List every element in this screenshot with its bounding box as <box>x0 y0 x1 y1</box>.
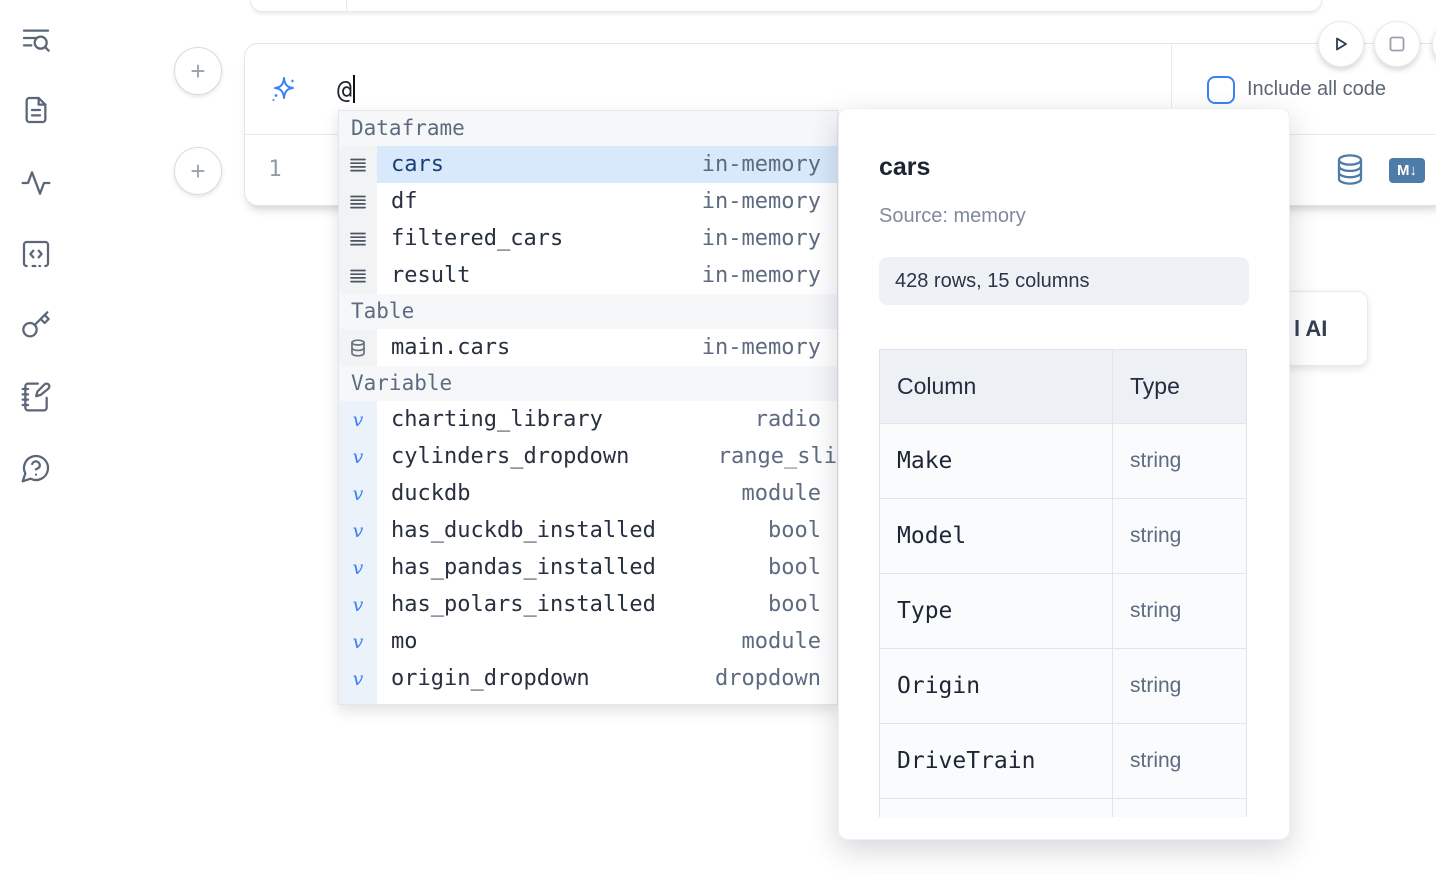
schema-table: Column Type Make string Model string Typ… <box>879 349 1249 817</box>
sparkles-ai-icon <box>268 74 300 106</box>
dataframe-icon <box>339 183 377 220</box>
section-header-variable: Variable <box>339 366 837 401</box>
shape-badge: 428 rows, 15 columns <box>879 257 1249 305</box>
file-document-icon[interactable] <box>20 94 52 126</box>
ai-prompt-input[interactable]: @ <box>337 74 356 106</box>
variable-icon: v <box>339 697 377 704</box>
gutter-divider <box>346 0 347 11</box>
text-search-icon[interactable] <box>20 24 52 56</box>
section-header-table: Table <box>339 294 837 329</box>
add-cell-below-button[interactable]: + <box>174 147 222 195</box>
variable-icon: v <box>339 512 377 549</box>
code-editor-row[interactable]: 1 M↓ <box>245 135 1436 205</box>
text-caret <box>353 75 356 103</box>
preview-source: Source: memory <box>879 205 1026 227</box>
previous-cell-edge <box>250 0 1322 12</box>
database-icon <box>339 329 377 366</box>
table-row: Origin string <box>880 648 1246 723</box>
include-all-code-label: Include all code <box>1247 77 1386 100</box>
variable-icon: v <box>339 438 377 475</box>
preview-title: cars <box>879 153 931 181</box>
include-all-code-checkbox[interactable] <box>1207 76 1235 104</box>
code-snippet-icon[interactable] <box>20 238 52 270</box>
variable-icon: v <box>339 660 377 697</box>
autocomplete-item-clipped[interactable]: v pdmodule <box>339 697 837 704</box>
table-row-clipped <box>880 798 1246 817</box>
line-number: 1 <box>268 157 282 182</box>
variable-icon: v <box>339 475 377 512</box>
table-row: DriveTrain string <box>880 723 1246 798</box>
variable-icon: v <box>339 623 377 660</box>
add-cell-above-button[interactable]: + <box>174 47 222 95</box>
dataframe-icon <box>339 257 377 294</box>
markdown-icon[interactable]: M↓ <box>1389 158 1425 183</box>
help-chat-icon[interactable] <box>20 452 52 484</box>
activity-icon[interactable] <box>20 167 52 199</box>
table-row: Make string <box>880 423 1246 498</box>
table-row: Model string <box>880 498 1246 573</box>
variable-icon: v <box>339 401 377 438</box>
section-header-dataframe: Dataframe <box>339 111 837 146</box>
variable-icon: v <box>339 586 377 623</box>
datasource-panel-icon[interactable] <box>1335 153 1365 187</box>
dataframe-preview-panel: cars Source: memory 428 rows, 15 columns… <box>838 108 1290 840</box>
dataframe-icon <box>339 146 377 183</box>
variable-icon: v <box>339 549 377 586</box>
notebook-pen-icon[interactable] <box>20 381 52 413</box>
run-cell-button[interactable] <box>1318 21 1364 67</box>
dataframe-icon <box>339 220 377 257</box>
schema-header-row: Column Type <box>880 350 1246 423</box>
stop-button[interactable] <box>1374 21 1420 67</box>
ai-options-section: Include all code <box>1171 44 1436 134</box>
key-icon[interactable] <box>20 309 52 341</box>
table-row: Type string <box>880 573 1246 648</box>
